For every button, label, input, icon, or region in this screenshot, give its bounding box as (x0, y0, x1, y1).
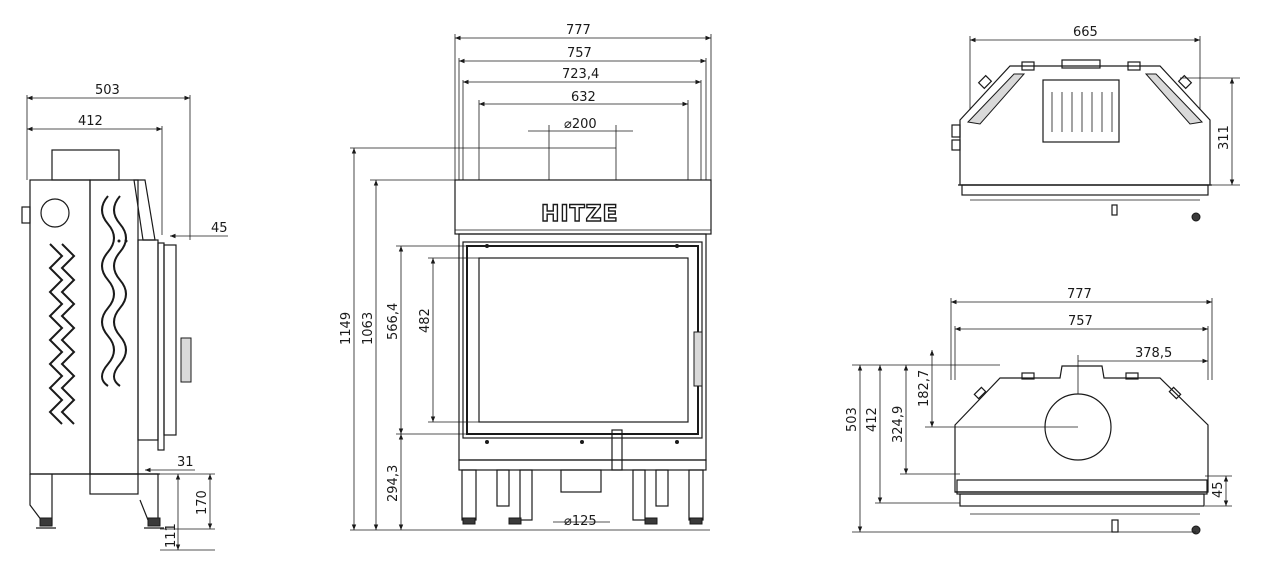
dim-top-lower-flue-center: 182,7 (917, 370, 932, 407)
brand-logo: HITZE (541, 202, 619, 227)
front-view: 777 757 723,4 632 ⌀200 HITZE (339, 23, 712, 531)
dim-front-flue-diameter: ⌀200 (564, 117, 597, 132)
dim-front-air-inlet: ⌀125 (564, 514, 597, 529)
dim-side-base-height: 170 (195, 490, 210, 515)
dim-side-depth-total: 503 (95, 83, 120, 98)
dim-front-width-total: 777 (566, 23, 591, 38)
dim-front-width-glass: 632 (571, 90, 596, 105)
dim-top-lower-front-offset: 45 (1211, 481, 1226, 498)
dim-front-height-glass: 482 (418, 308, 433, 333)
top-view-upper: 665 311 (951, 25, 1240, 222)
dim-front-width-frame: 723,4 (562, 67, 599, 82)
dim-top-lower-depth-total: 503 (845, 407, 860, 432)
dim-side-door-offset: 45 (211, 221, 228, 236)
dim-side-foot-height: 111 (164, 523, 179, 548)
dim-front-width-inner: 757 (567, 46, 592, 61)
dim-top-lower-half-width: 378,5 (1135, 346, 1172, 361)
dim-top-lower-width-total: 777 (1067, 287, 1092, 302)
dim-top-upper-depth: 311 (1217, 125, 1232, 150)
dim-side-bottom-offset: 31 (177, 455, 194, 470)
dim-front-flue-diameter-value: 200 (572, 117, 597, 132)
dim-front-height-body: 1063 (361, 312, 376, 345)
dim-front-height-door: 566,4 (386, 303, 401, 340)
top-view-lower: 777 757 378,5 503 412 324,9 182,7 (845, 287, 1232, 535)
dim-front-height-base: 294,3 (386, 465, 401, 502)
flue-circle-icon (40, 198, 70, 228)
dim-top-lower-width-inner: 757 (1068, 314, 1093, 329)
dim-top-lower-depth-body: 412 (865, 407, 880, 432)
dim-top-upper-width: 665 (1073, 25, 1098, 40)
side-view: 503 412 45 31 (21, 83, 228, 551)
dim-side-depth-body: 412 (78, 114, 103, 129)
dim-front-air-inlet-value: 125 (572, 514, 597, 529)
dim-top-lower-flue-offset: 324,9 (891, 406, 906, 443)
dim-front-height-total: 1149 (339, 312, 354, 345)
